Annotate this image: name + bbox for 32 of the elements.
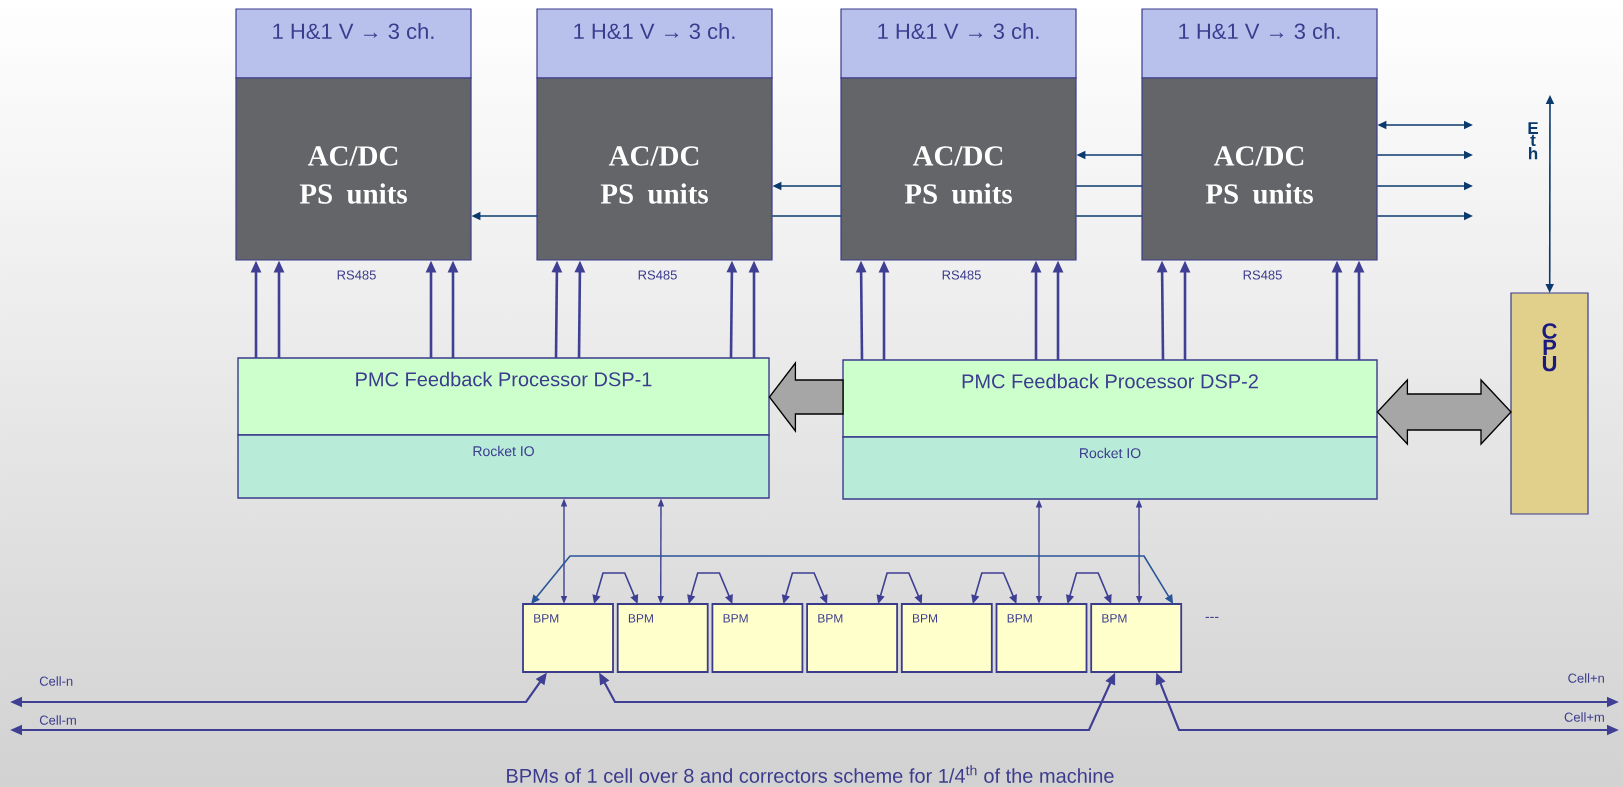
edge-label: E t h [1528,122,1538,160]
bpm-box: BPM [900,603,993,673]
edge-label: Cell-m [39,715,76,725]
continuation-dots: --- [1205,616,1219,618]
bpm-box: BPM [522,603,614,673]
bpm-box: BPM [995,603,1088,673]
bus-label: RS485 [337,270,376,280]
block-arrow [768,361,844,433]
processor-box: PMC Feedback Processor DSP-1 Rocket IO [237,357,770,499]
edge-label: Cell+m [1564,712,1604,722]
power-supply-box: 1 H&1 V → 3 ch. AC/DC PS units [840,8,1077,261]
bpm-box: BPM [1090,603,1183,673]
edge-label: Cell-n [39,676,73,686]
bpm-box: BPM [806,603,898,673]
connector-line [771,215,842,217]
caption: BPMs of 1 cell over 8 and correctors scheme for 1/4$^{th}$ of the machine [507,765,1114,783]
edge-label: Cell+n [1568,673,1604,683]
cpu-box: C P U [1510,292,1589,515]
bus-label: RS485 [1243,270,1282,280]
block-arrow [1376,378,1512,446]
power-supply-box: 1 H&1 V → 3 ch. AC/DC PS units [235,8,472,261]
processor-box: PMC Feedback Processor DSP-2 Rocket IO [842,359,1378,500]
node-label: Rocket IO [1080,447,1141,459]
bpm-box: BPM [711,603,804,673]
bpm-box: BPM [616,603,709,673]
connector-line [1075,185,1143,187]
node-label: Rocket IO [473,445,534,457]
connector-line [1075,215,1143,217]
bus-label: RS485 [638,270,677,280]
bus-label: RS485 [942,270,981,280]
power-supply-box: 1 H&1 V → 3 ch. AC/DC PS units [536,8,773,261]
power-supply-box: 1 H&1 V → 3 ch. AC/DC PS units [1141,8,1378,261]
